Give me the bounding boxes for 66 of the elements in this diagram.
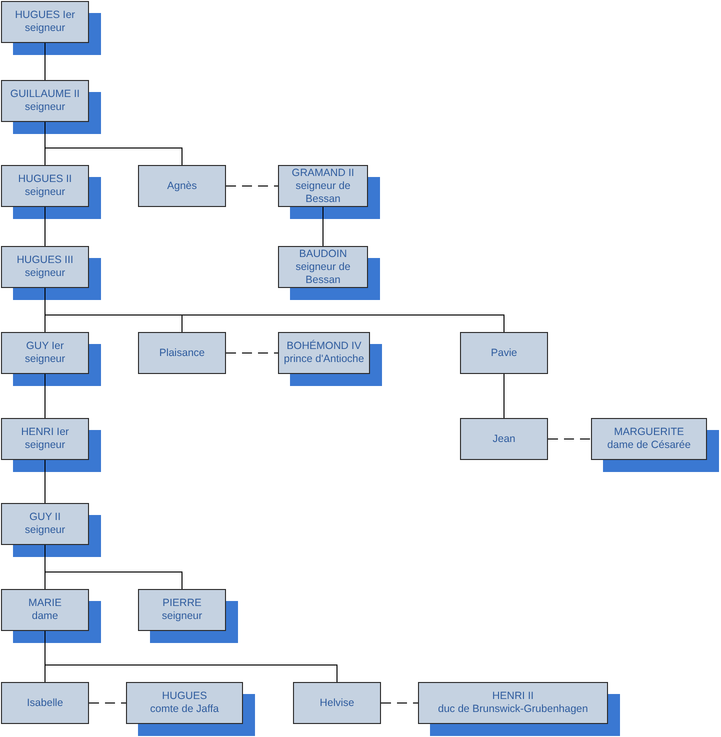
person-title: duc de Brunswick-Grubenhagen [438,703,588,716]
person-name: PIERRE [162,597,202,610]
person-name: HENRI II [492,690,534,703]
person-box [1,246,89,288]
person-name: HUGUES Ier [14,9,76,22]
person-title: seigneur de Bessan [294,180,352,206]
person-title: dame de Césarée [607,439,691,452]
person-title: seigneur [162,610,202,623]
descent-line [44,460,46,504]
marriage-line [88,702,126,704]
person-name: GUY II [29,511,61,524]
person-box [293,682,381,724]
person-name: GRAMAND II [292,166,354,180]
person-title: seigneur [24,524,66,537]
person-title: seigneur [24,101,66,114]
person-box [1,332,89,374]
person-name: Agnès [167,180,197,192]
person-box [591,418,707,460]
person-box [418,682,608,724]
person-title: prince d'Antioche [284,353,364,366]
person-title: seigneur [24,267,66,280]
marriage-line [380,702,418,704]
person-name: Jean [492,432,516,446]
person-box [460,332,548,374]
person-box [278,246,368,288]
person-name: GUY Ier [26,340,64,353]
person-title: seigneur [24,439,66,452]
person-box [1,418,89,460]
person-box [126,682,243,724]
marriage-line [226,352,278,354]
person-name: HUGUES III [16,254,74,267]
person-name: Plaisance [159,346,205,360]
descent-line [44,374,46,418]
person-name: MARIE [28,597,62,610]
person-box [1,589,89,631]
person-title: seigneur de Bessan [294,260,352,286]
descent-line [322,206,324,246]
descent-line [44,206,46,246]
person-box [1,503,89,545]
person-name: GUILLAUME II [10,88,80,101]
person-box [1,165,89,207]
descent-line [44,42,46,80]
person-box [460,418,548,460]
person-title: seigneur [24,22,66,35]
person-box [1,682,89,724]
person-name: HUGUES II [18,173,72,186]
person-name: HENRI Ier [21,426,69,439]
person-name: Isabelle [26,696,64,710]
person-box [138,332,226,374]
person-name: BAUDOIN [299,248,347,260]
person-box [278,165,368,207]
person-name: Helvise [320,696,354,710]
person-title: dame [32,610,58,623]
person-box [278,332,370,374]
marriage-line [548,438,592,440]
person-box [1,80,89,122]
person-name: BOHÉMOND IV [286,340,362,353]
person-title: seigneur [24,186,66,199]
person-name: HUGUES [162,690,207,703]
person-box [1,1,89,43]
person-name: MARGUERITE [614,426,684,439]
person-box [138,165,226,207]
person-title: seigneur [24,353,66,366]
person-name: Pavie [490,346,518,360]
person-box [138,589,226,631]
person-title: comte de Jaffa [150,703,219,716]
